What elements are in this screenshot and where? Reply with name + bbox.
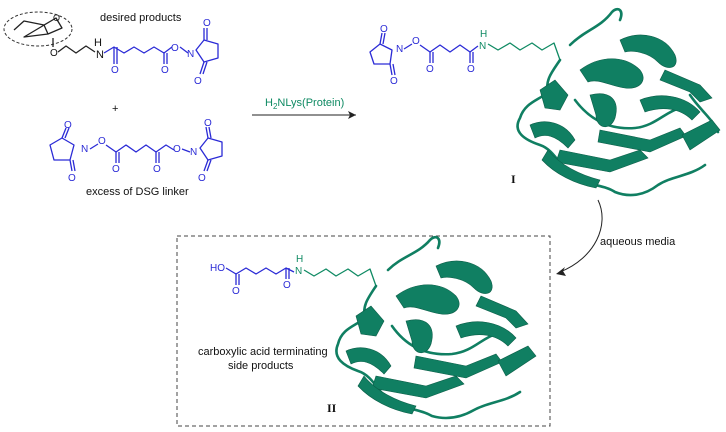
side-products-label-line2: side products xyxy=(228,360,294,372)
dsg-right-n-label: N xyxy=(190,147,197,158)
side-amide-n: N xyxy=(295,266,302,277)
dsg-left-ester-oxygen: O xyxy=(98,136,106,147)
product-one-label: I xyxy=(511,172,516,186)
product1-amide-h: H xyxy=(480,29,487,40)
carbonyl-oxygen-1: O xyxy=(111,65,119,76)
reaction-arrow-head xyxy=(348,111,356,119)
nhs-nitrogen-label: N xyxy=(187,49,194,60)
product-two-label: II xyxy=(327,401,337,415)
product1-oxygen-bottom: O xyxy=(390,76,398,87)
plus-sign: + xyxy=(112,103,118,115)
protein-two xyxy=(335,235,537,420)
side-products-label-line1: carboxylic acid terminating xyxy=(198,346,328,358)
carbonyl-oxygen-2: O xyxy=(161,65,169,76)
dsg-linker-structure: O O N O O O O N O O xyxy=(49,118,223,184)
glycoside-oxygen-label: O xyxy=(50,48,58,59)
ester-oxygen-label: O xyxy=(171,43,179,54)
amide-n-label: N xyxy=(96,49,104,61)
product1-carbonyl-oxygen-2: O xyxy=(467,64,475,75)
reagent-label: H2NLys(Protein) xyxy=(265,97,344,111)
amide-carbonyl-oxygen: O xyxy=(283,280,291,291)
product1-amide-n: N xyxy=(479,41,486,52)
dsg-left-n-label: N xyxy=(81,144,88,155)
side-products-box xyxy=(176,235,551,427)
dsg-left-oxygen-bottom: O xyxy=(68,173,76,184)
desired-product-structure: O O H N O O O N O O xyxy=(3,11,219,87)
sugar-highlight-ellipse xyxy=(3,11,73,47)
hydrolysis-arrow-head xyxy=(556,267,566,276)
dsg-right-ester-oxygen: O xyxy=(173,144,181,155)
product1-oxygen-top: O xyxy=(380,24,388,35)
acid-ho-label: HO xyxy=(210,263,225,274)
hydrolysis-arrow xyxy=(559,199,603,273)
excess-linker-label: excess of DSG linker xyxy=(86,186,189,198)
nhs-carbonyl-oxygen-bottom: O xyxy=(194,76,202,87)
product1-ester-oxygen: O xyxy=(412,36,420,47)
amide-nh-label: H xyxy=(94,37,102,49)
side-amide-h: H xyxy=(296,254,303,265)
dsg-carbonyl-oxygen-2: O xyxy=(153,164,161,175)
product1-n-label: N xyxy=(396,44,403,55)
dsg-right-oxygen-top: O xyxy=(204,118,212,129)
acid-carbonyl-oxygen: O xyxy=(232,286,240,297)
product-one-structure: O O N O O O H N xyxy=(369,24,561,87)
dsg-carbonyl-oxygen-1: O xyxy=(112,164,120,175)
ring-oxygen-label: O xyxy=(53,13,60,23)
desired-products-label: desired products xyxy=(100,12,182,24)
dsg-left-oxygen-top: O xyxy=(64,120,72,131)
protein-one xyxy=(516,7,721,197)
nhs-carbonyl-oxygen-top: O xyxy=(203,18,211,29)
product1-carbonyl-oxygen-1: O xyxy=(426,64,434,75)
dsg-right-oxygen-bottom: O xyxy=(198,173,206,184)
side-product-structure: HO O O H N xyxy=(210,254,377,297)
aqueous-media-label: aqueous media xyxy=(600,236,676,248)
